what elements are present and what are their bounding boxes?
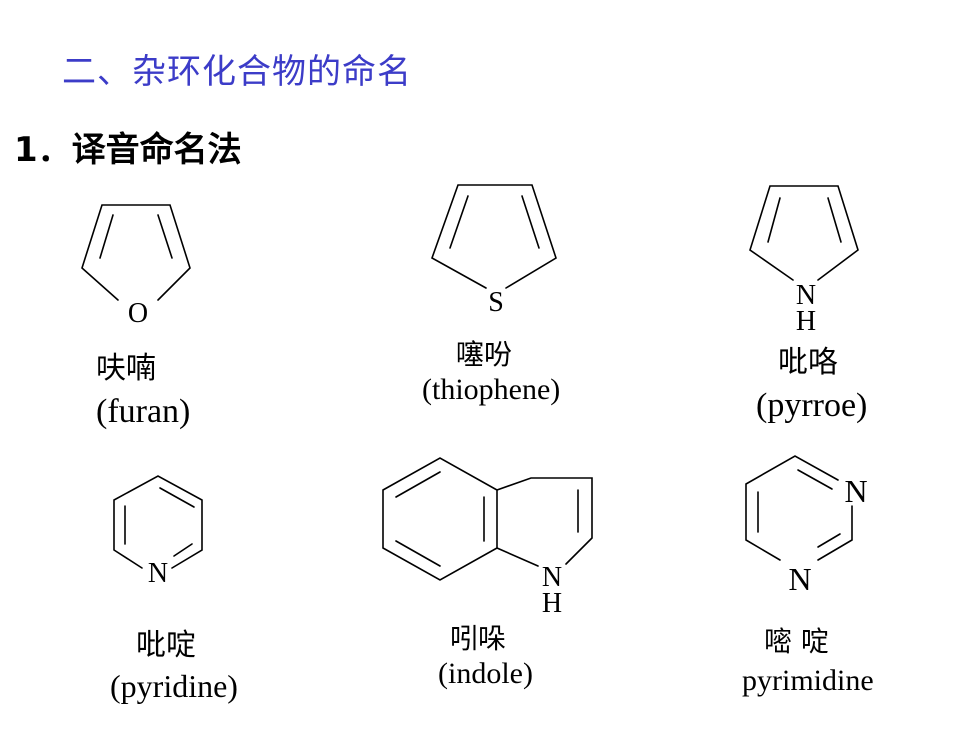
pyrimidine-cn-name: 嘧 啶 — [764, 625, 829, 658]
pyrrole-en-name: (pyrroe) — [756, 387, 868, 424]
indole-atom-n: N — [542, 562, 562, 593]
pyrrole-structure: N H — [749, 185, 859, 337]
pyrrole-atom-h: H — [796, 306, 816, 337]
indole-structure: N H — [382, 457, 593, 619]
pyrimidine-en-name: pyrimidine — [742, 664, 874, 697]
pyrimidine-atom-n-top: N — [844, 473, 867, 509]
thiophene-atom-s: S — [488, 287, 504, 318]
pyridine-cn-name: 吡啶 — [136, 628, 196, 663]
pyrrole-cn-name: 吡咯 — [778, 345, 838, 380]
pyrimidine-structure: N N — [745, 455, 868, 597]
section-heading: 1．译音命名法 — [14, 130, 242, 170]
pyridine-en-name: (pyridine) — [110, 668, 238, 704]
thiophene-structure: S — [431, 184, 557, 318]
pyridine-atom-n: N — [148, 558, 168, 589]
indole-atom-h: H — [542, 588, 562, 619]
thiophene-en-name: (thiophene) — [422, 373, 561, 406]
pyrimidine-atom-n-bottom: N — [788, 561, 811, 597]
furan-cn-name: 呋喃 — [96, 351, 156, 386]
indole-cn-name: 吲哚 — [450, 622, 507, 655]
furan-atom-o: O — [128, 298, 148, 329]
pyrrole-atom-n: N — [796, 280, 816, 311]
furan-en-name: (furan) — [96, 393, 191, 430]
pyridine-structure: N — [113, 475, 203, 589]
slide-title: 二、杂环化合物的命名 — [62, 52, 412, 92]
indole-en-name: (indole) — [438, 657, 533, 690]
furan-structure: O — [81, 204, 191, 329]
thiophene-cn-name: 噻吩 — [456, 338, 513, 371]
